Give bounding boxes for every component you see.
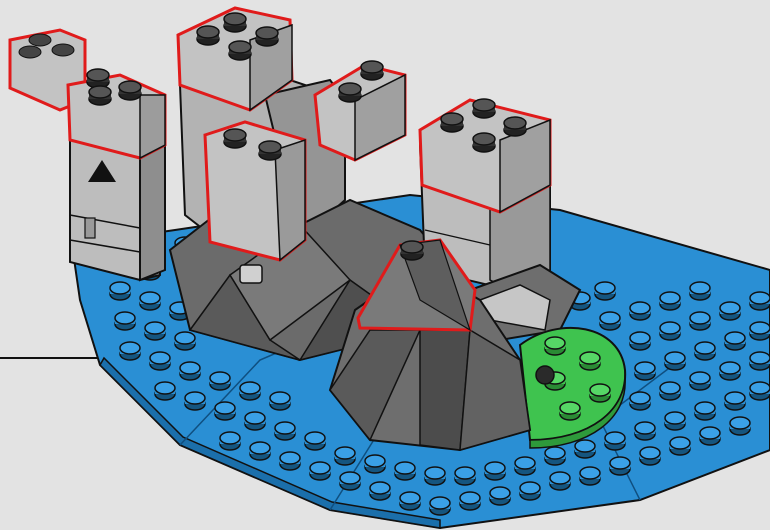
new-brick-center-column (205, 122, 305, 260)
new-brick-left-tower-cap (68, 69, 165, 158)
new-brick-castle-right (315, 61, 405, 160)
